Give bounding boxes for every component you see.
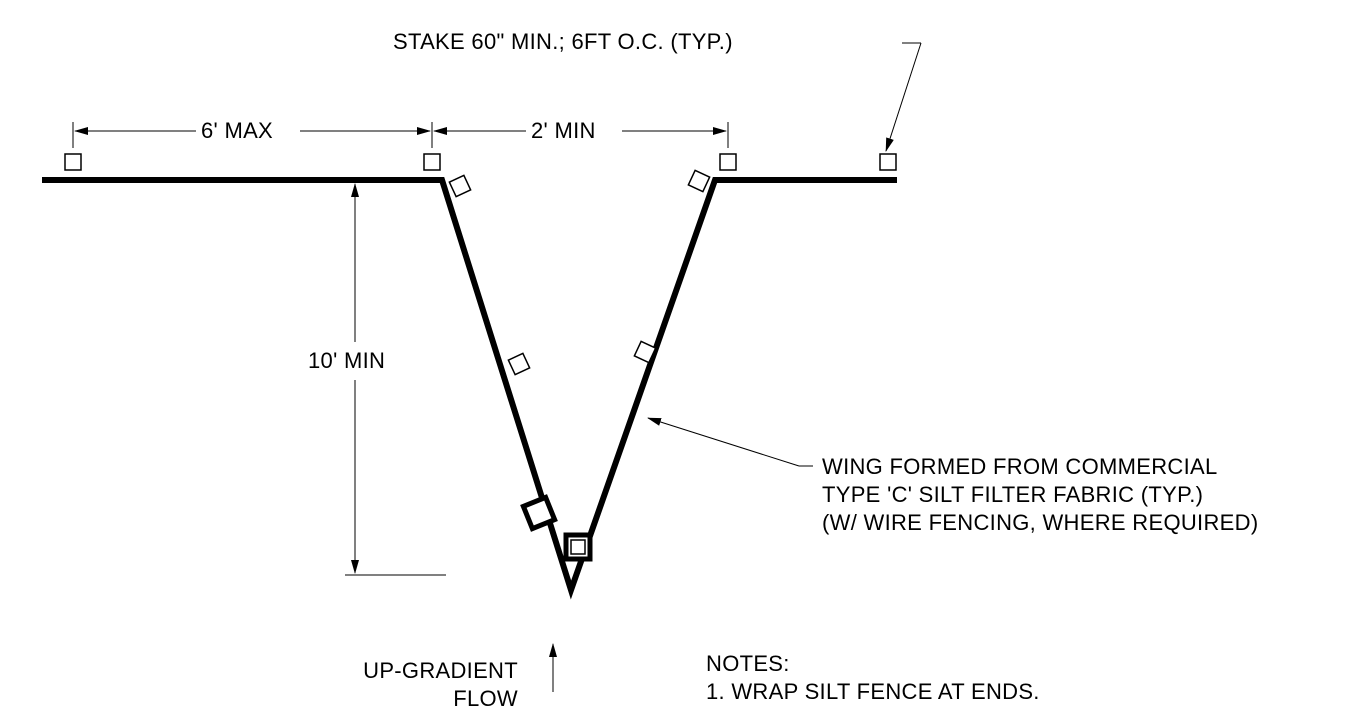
stake-marker <box>64 153 82 171</box>
dim-label-10-min: 10' MIN <box>304 348 390 374</box>
stake-note-label: STAKE 60" MIN.; 6FT O.C. (TYP.) <box>393 29 733 54</box>
stake-marker <box>633 340 657 364</box>
stake-marker <box>448 174 472 198</box>
dim-label-2-min: 2' MIN <box>527 118 600 144</box>
dim-label-6-max: 6' MAX <box>197 118 278 144</box>
stake-marker <box>423 153 441 171</box>
wrapped-end-inner <box>570 539 586 555</box>
flow-label-line-1: UP-GRADIENT <box>363 658 518 683</box>
stake-marker <box>719 153 737 171</box>
notes-title: NOTES: <box>706 651 790 676</box>
stake-marker <box>507 352 531 376</box>
wrapped-end-stake <box>520 494 558 532</box>
wing-note-line-1: WING FORMED FROM COMMERCIAL <box>822 454 1218 479</box>
flow-label-line-2: FLOW <box>453 686 518 711</box>
note-item-1: 1. WRAP SILT FENCE AT ENDS. <box>706 679 1040 704</box>
silt-fence-line <box>42 177 897 600</box>
stake-note-leader <box>885 42 922 152</box>
stake-marker <box>879 153 897 171</box>
stake-marker <box>687 169 711 193</box>
wing-note-line-2: TYPE 'C' SILT FILTER FABRIC (TYP.) <box>822 482 1204 507</box>
wing-note-leader <box>647 417 800 467</box>
wing-note-line-3: (W/ WIRE FENCING, WHERE REQUIRED) <box>822 510 1259 535</box>
